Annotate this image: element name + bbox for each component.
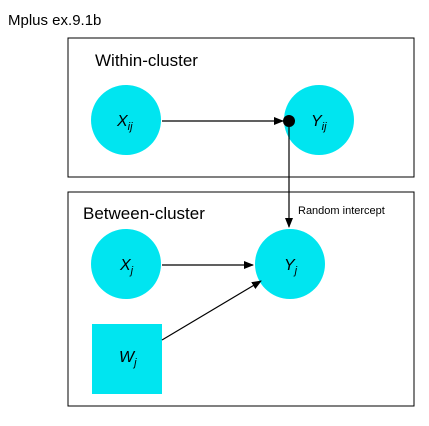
between-cluster-label: Between-cluster — [83, 204, 205, 223]
node-x-j-label: Xj — [119, 257, 134, 277]
random-intercept-dot — [283, 115, 295, 127]
path-w-j-to-y-j — [161, 280, 262, 341]
between-cluster-panel: Between-cluster Xj Yj Wj — [67, 191, 415, 407]
diagram-title: Mplus ex.9.1b — [8, 12, 101, 29]
node-w-j-label: Wj — [119, 349, 137, 369]
node-y-j-circle — [255, 229, 325, 299]
node-w-j-square — [92, 324, 162, 394]
node-x-ij-circle — [91, 85, 161, 155]
within-cluster-box — [67, 37, 415, 178]
node-x-j-circle — [91, 229, 161, 299]
node-y-j-label: Yj — [284, 257, 298, 277]
node-x-ij-label: Xij — [116, 113, 133, 133]
within-cluster-label: Within-cluster — [95, 51, 198, 70]
between-cluster-box — [67, 191, 415, 407]
node-y-ij-label: Yij — [311, 113, 327, 133]
node-y-ij-circle — [284, 85, 354, 155]
random-intercept-label: Random intercept — [298, 205, 385, 217]
within-cluster-panel: Within-cluster Xij Yij — [67, 37, 415, 178]
